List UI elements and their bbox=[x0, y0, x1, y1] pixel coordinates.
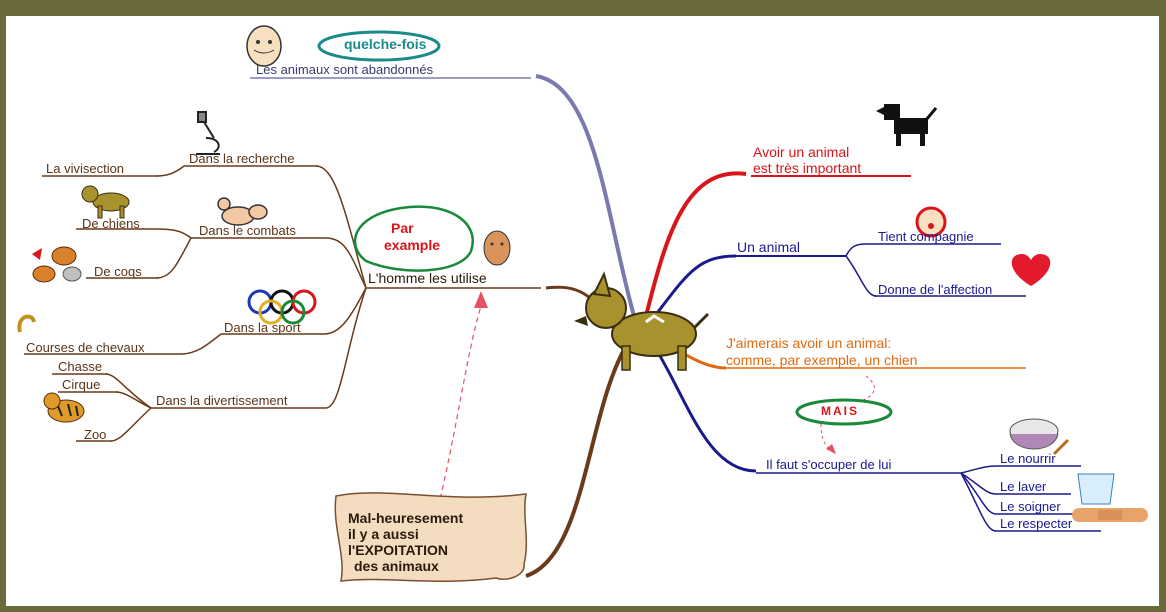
node-aimerais-line1: J'aimerais avoir un animal: bbox=[726, 335, 892, 351]
node-cirque: Cirque bbox=[62, 377, 101, 392]
node-avoir-line2: est très important bbox=[753, 160, 862, 176]
small-dog-icon bbox=[81, 185, 130, 219]
callout-par-exemple-bubble bbox=[353, 205, 474, 272]
node-chiens: De chiens bbox=[82, 216, 140, 231]
node-nourrir: Le nourrir bbox=[1000, 451, 1056, 466]
node-zoo: Zoo bbox=[84, 427, 107, 442]
parchment-line-1: Mal-heuresement bbox=[348, 510, 464, 526]
node-laver: Le laver bbox=[1000, 479, 1047, 494]
old-man-face-icon bbox=[246, 25, 282, 67]
bandage-icon bbox=[1072, 508, 1148, 522]
node-vivisection: La vivisection bbox=[46, 161, 125, 176]
parchment-line-2: il y a aussi bbox=[348, 526, 419, 542]
branch-occuper bbox=[652, 345, 757, 473]
tiger-icon bbox=[43, 392, 85, 423]
callout-mais: MAIS bbox=[821, 404, 859, 418]
node-affection: Donne de l'affection bbox=[878, 282, 993, 297]
bald-man-face-icon bbox=[483, 230, 511, 266]
olympic-rings-icon bbox=[247, 289, 317, 325]
horseshoe-icon bbox=[17, 314, 36, 333]
microscope-icon bbox=[196, 111, 220, 155]
node-aimerais-line2: comme, par exemple, un chien bbox=[726, 352, 918, 368]
branch-un-animal bbox=[649, 254, 737, 322]
parchment-line-3: l'EXPOITATION bbox=[348, 542, 449, 558]
node-combats: Dans le combats bbox=[199, 223, 296, 238]
node-utilise: L'homme les utilise bbox=[368, 270, 487, 286]
parchment-text: Mal-heuresement il y a aussi l'EXPOITATI… bbox=[348, 510, 463, 574]
node-recherche: Dans la recherche bbox=[189, 151, 295, 166]
node-chevaux: Courses de chevaux bbox=[26, 340, 145, 355]
node-abandon: Les animaux sont abandonnés bbox=[256, 62, 434, 77]
callout-par-line2: example bbox=[384, 237, 441, 253]
arm-wrestling-icon bbox=[217, 197, 268, 226]
node-coqs: De coqs bbox=[94, 264, 142, 279]
node-compagnie: Tient compagnie bbox=[878, 229, 974, 244]
center-dog-illustration bbox=[574, 271, 710, 371]
arrow-malheur-to-utilise bbox=[435, 305, 482, 517]
clown-face-icon bbox=[915, 206, 947, 238]
roosters-icon bbox=[32, 246, 82, 283]
branch-malheur bbox=[525, 345, 628, 578]
mind-map-canvas: quelche-fois Les animaux sont abandonnés… bbox=[6, 16, 1159, 606]
node-occuper: Il faut s'occuper de lui bbox=[766, 457, 892, 472]
mind-map-connectors bbox=[17, 25, 1148, 582]
parchment-line-4: des animaux bbox=[354, 558, 439, 574]
node-un-animal: Un animal bbox=[737, 239, 801, 255]
branch-abandon bbox=[535, 74, 636, 317]
node-respecter: Le respecter bbox=[1000, 516, 1073, 531]
branch-avoir bbox=[644, 171, 747, 317]
node-chasse: Chasse bbox=[58, 359, 103, 374]
callout-quelquefois: quelche-fois bbox=[344, 36, 427, 52]
callout-mais-bubble bbox=[795, 398, 893, 426]
node-sport: Dans la sport bbox=[224, 320, 301, 335]
callout-quelquefois-bubble bbox=[317, 30, 441, 62]
parchment-scroll bbox=[334, 492, 528, 582]
water-glass-icon bbox=[1077, 473, 1115, 505]
node-soigner: Le soigner bbox=[1000, 499, 1061, 514]
node-avoir-line1: Avoir un animal bbox=[753, 144, 850, 160]
black-dog-illustration bbox=[876, 104, 938, 146]
heart-icon bbox=[1011, 254, 1051, 286]
callout-par-line1: Par bbox=[391, 220, 414, 236]
node-divertissement: Dans la divertissement bbox=[156, 393, 288, 408]
food-bowl-icon bbox=[1009, 418, 1070, 456]
